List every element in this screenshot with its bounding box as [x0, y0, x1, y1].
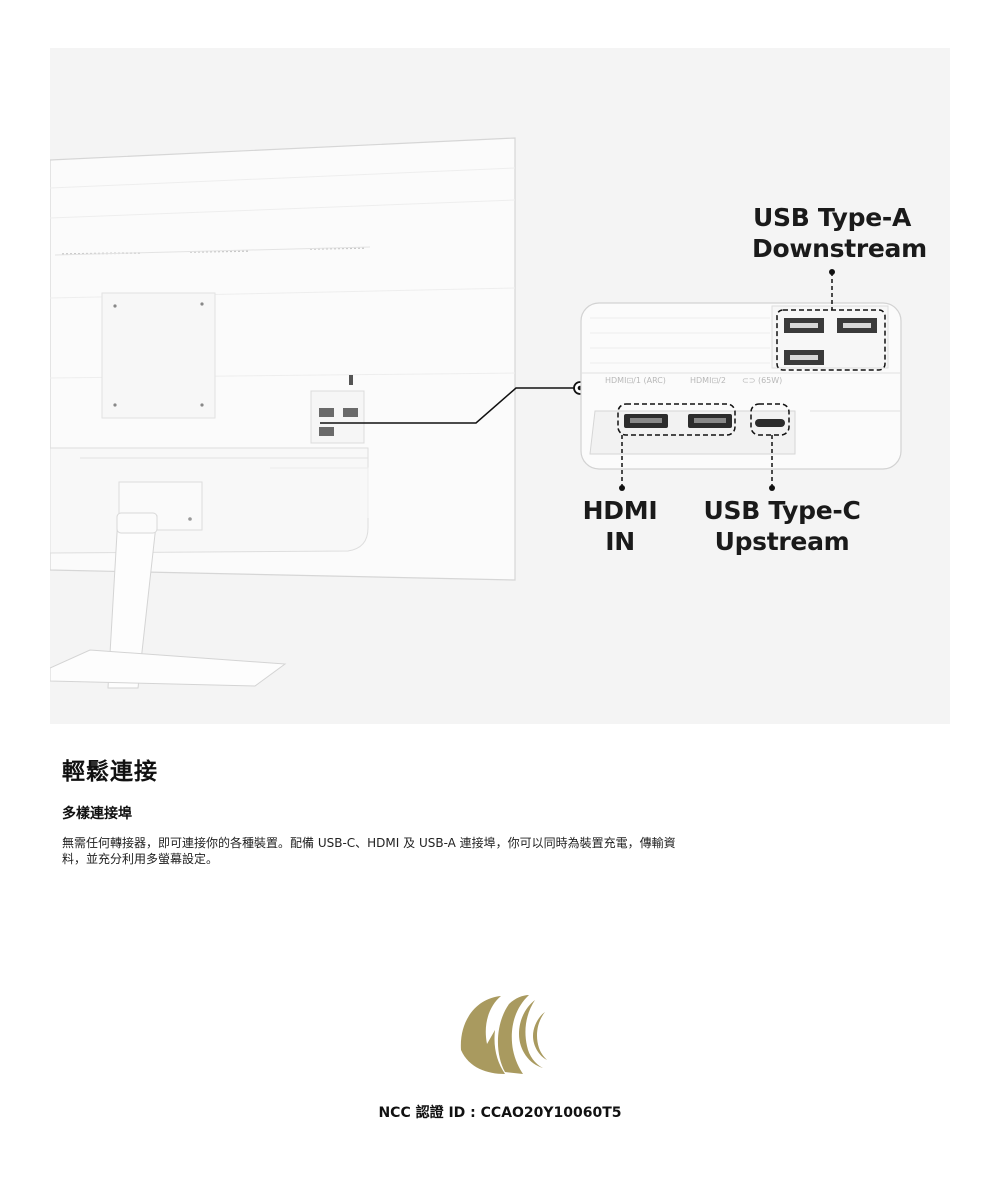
- hdmi-port-icon: [624, 414, 668, 428]
- callout-connector: [320, 387, 580, 424]
- power-key: [349, 375, 353, 385]
- ncc-logo: [460, 995, 547, 1074]
- hdmi2-label: HDMI⊡/2: [690, 376, 726, 385]
- usb-c-callout: USB Type-C Upstream: [702, 495, 862, 557]
- usb-a-callout-line1: USB Type-A: [752, 203, 912, 232]
- usb-a-port-icon: [837, 318, 877, 333]
- usb-a-port-icon: [784, 318, 824, 333]
- monitor-rear-illustration: HDMI⊡/1 (ARC) HDMI⊡/2 ⊂⊃ (65W): [50, 137, 902, 689]
- hdmi-port-icon: [688, 414, 732, 428]
- vesa-mount-area: [101, 292, 216, 419]
- zoomed-port-panel: HDMI⊡/1 (ARC) HDMI⊡/2 ⊂⊃ (65W): [580, 302, 902, 470]
- hdmi-callout-line2: IN: [605, 527, 635, 556]
- hdmi-highlight: [617, 403, 736, 436]
- usb-a-highlight: [776, 309, 886, 371]
- usb-c-highlight: [750, 403, 790, 436]
- feature-subtitle: 多樣連接埠: [62, 806, 132, 822]
- feature-title: 輕鬆連接: [62, 759, 158, 785]
- stand-base: [50, 649, 287, 687]
- usb-a-port-icon: [784, 350, 824, 365]
- usb-a-callout: USB Type-A Downstream: [752, 202, 927, 264]
- usb-c-callout-line2: Upstream: [714, 527, 850, 556]
- feature-description: 無需任何轉接器，即可連接你的各種裝置。配備 USB-C、HDMI 及 USB-A…: [62, 836, 676, 866]
- hdmi-callout: HDMI IN: [570, 495, 670, 557]
- product-hero-image: HDMI⊡/1 (ARC) HDMI⊡/2 ⊂⊃ (65W): [50, 48, 950, 724]
- ncc-certification-id: NCC 認證 ID : CCAO20Y10060T5: [378, 1105, 622, 1121]
- usb-c-port-icon: [755, 419, 785, 427]
- usb-a-callout-line2: Downstream: [752, 234, 927, 263]
- hdmi1-label: HDMI⊡/1 (ARC): [605, 376, 666, 385]
- usb-c-callout-line1: USB Type-C: [703, 496, 861, 525]
- hdmi-callout-line1: HDMI: [582, 496, 658, 525]
- usbc-power-label: ⊂⊃ (65W): [742, 376, 782, 385]
